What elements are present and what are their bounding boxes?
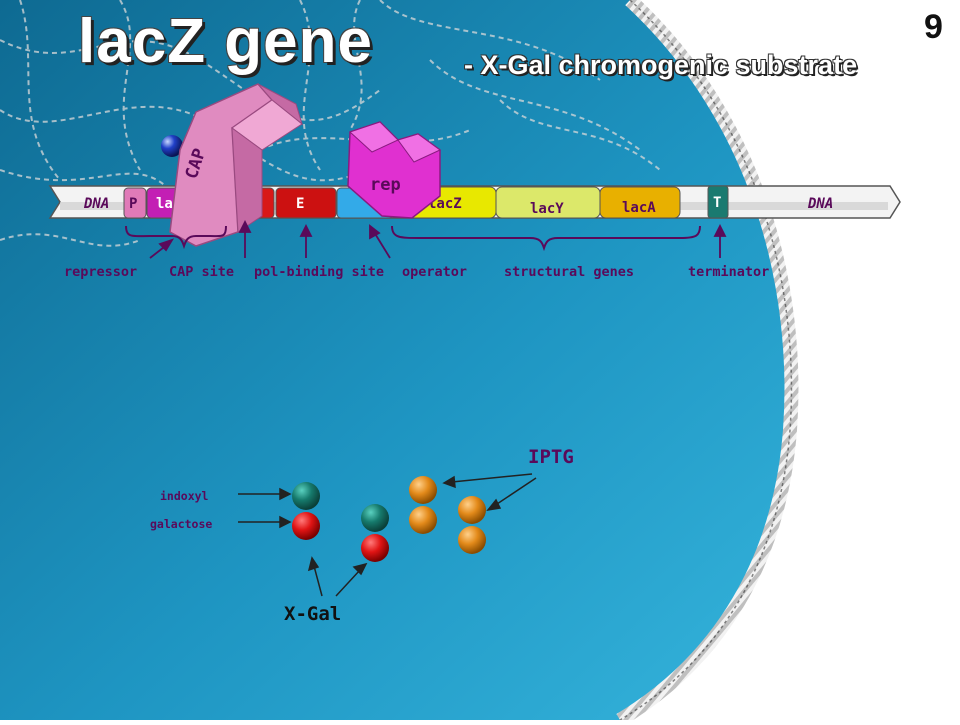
operon-annotations: repressor CAP site pol-binding site oper… bbox=[64, 264, 769, 280]
laca-segment bbox=[599, 186, 681, 219]
repressor-brace bbox=[125, 225, 227, 250]
terminator-segment bbox=[707, 185, 729, 219]
galactose-ball bbox=[292, 512, 320, 540]
structural-genes-brace bbox=[391, 225, 701, 252]
promoter-p-segment bbox=[123, 187, 147, 219]
xgal-galactose-ball bbox=[361, 534, 389, 562]
iptg-ball-top-a bbox=[409, 476, 437, 504]
segment-label-lacy: lacY bbox=[530, 201, 564, 217]
dna-label-right: DNA bbox=[807, 196, 833, 212]
annotation-operator: operator bbox=[402, 264, 467, 280]
slide-subtitle: - X-Gal chromogenic substrate bbox=[464, 50, 858, 80]
iptg-ball-bottom-a bbox=[409, 506, 437, 534]
indoxyl-ball bbox=[292, 482, 320, 510]
annotation-repressor: repressor bbox=[64, 264, 137, 280]
slide-title: lacZ gene bbox=[78, 7, 373, 76]
background-panel bbox=[0, 0, 792, 720]
dna-label-left: DNA bbox=[83, 196, 109, 212]
xgal-indoxyl-ball bbox=[361, 504, 389, 532]
annotation-arrows bbox=[149, 219, 727, 259]
repressor-protein-label: rep bbox=[370, 175, 401, 195]
segment-label-t: T bbox=[713, 195, 721, 211]
segment-label-e: E bbox=[296, 196, 304, 212]
pol-binding-segment bbox=[275, 187, 337, 219]
xgal-label: X-Gal bbox=[284, 603, 341, 625]
iptg-label: IPTG bbox=[528, 446, 574, 468]
slide-number: 9 bbox=[924, 8, 943, 46]
annotation-terminator: terminator bbox=[688, 264, 769, 280]
iptg-ball-bottom-b bbox=[458, 526, 486, 554]
annotation-cap-site: CAP site bbox=[169, 264, 234, 280]
annotation-structural-genes: structural genes bbox=[504, 264, 634, 280]
repressor-protein: rep bbox=[347, 121, 441, 219]
indoxyl-label: indoxyl bbox=[160, 489, 209, 503]
molecule-group bbox=[292, 476, 486, 562]
segment-label-p: P bbox=[129, 196, 137, 212]
cap-protein: CAP bbox=[169, 83, 303, 247]
annotation-pol-binding-site: pol-binding site bbox=[254, 264, 384, 280]
segment-label-laca: lacA bbox=[622, 200, 656, 216]
segment-label-lacz: lacZ bbox=[428, 196, 462, 212]
iptg-ball-top-b bbox=[458, 496, 486, 524]
camp-ball bbox=[161, 135, 183, 157]
galactose-label: galactose bbox=[150, 517, 212, 531]
molecule-arrows bbox=[238, 473, 537, 597]
